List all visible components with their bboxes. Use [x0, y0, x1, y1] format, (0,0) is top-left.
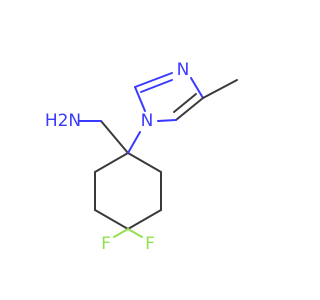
- bond-c1-ch2: [100, 120, 129, 154]
- bond-c1-c2: [94, 152, 129, 173]
- molecule-structure-diagram: H2N F F N N: [45, 60, 238, 254]
- bond-c4-methyl: [202, 79, 238, 99]
- bond-c4-c5: [175, 97, 204, 121]
- bond-c3-c4: [94, 209, 129, 230]
- bond-n1-c2: [134, 86, 146, 112]
- imidazole-n3-label: N: [177, 60, 190, 80]
- bond-c4-f2: [127, 228, 143, 238]
- bond-n3-c4: [190, 77, 204, 99]
- bond-c4-f1: [113, 228, 129, 238]
- fluorine-label-left: F: [101, 234, 111, 254]
- amine-nitrogen-label: H2N: [45, 111, 81, 131]
- fluorine-label-right: F: [145, 234, 155, 254]
- bond-c4-c5-double: [173, 93, 197, 113]
- bond-c2-n3-double: [140, 79, 173, 93]
- bond-c1-imidazole-n: [127, 131, 141, 154]
- bond-c5-n1: [157, 119, 177, 122]
- bond-c6-c1: [127, 152, 162, 173]
- bond-c4-c5: [127, 209, 162, 230]
- imidazole-n1-label: N: [141, 111, 154, 131]
- bond-c2-n3: [134, 72, 173, 88]
